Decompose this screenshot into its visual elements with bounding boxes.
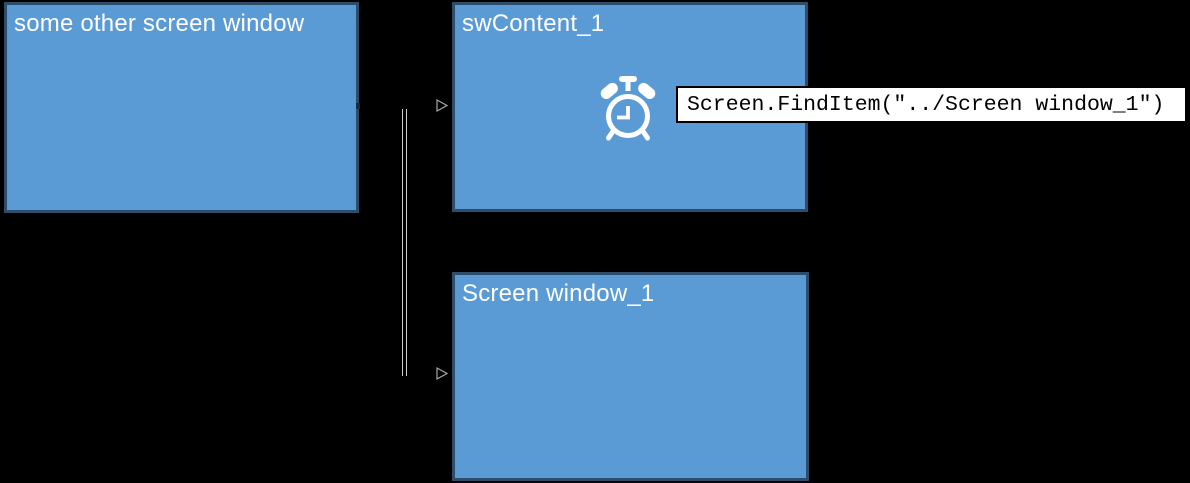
connector-stub xyxy=(356,103,360,109)
node-label: some other screen window xyxy=(14,10,305,37)
chevron-right-arrow-icon xyxy=(436,367,449,381)
node-screen-window-1[interactable]: Screen window_1 xyxy=(452,272,809,481)
code-annotation[interactable]: Screen.FindItem("../Screen window_1") xyxy=(676,86,1187,123)
node-label: swContent_1 xyxy=(462,10,605,37)
code-annotation-text: Screen.FindItem("../Screen window_1") xyxy=(687,92,1165,117)
connector-lifeline xyxy=(402,109,407,376)
alarm-clock-icon xyxy=(600,76,656,141)
node-label: Screen window_1 xyxy=(462,280,655,307)
chevron-right-arrow-icon xyxy=(436,99,449,113)
node-some-other-screen-window[interactable]: some other screen window xyxy=(4,2,359,213)
